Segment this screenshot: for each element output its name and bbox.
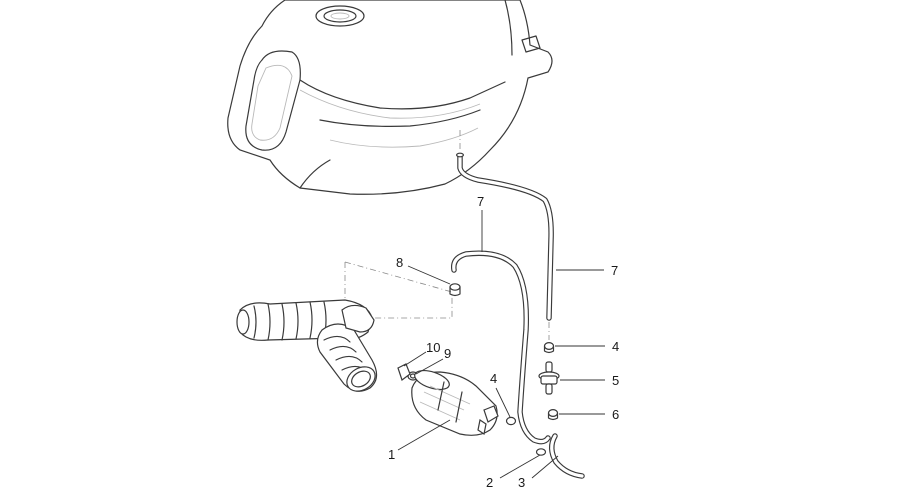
leader-9 [415,358,444,375]
callout-9: 9 [444,346,451,361]
callout-10: 10 [426,340,440,355]
leader-4-left [495,387,511,418]
callout-2: 2 [486,475,493,489]
leader-lines [397,210,605,479]
leader-2 [499,454,541,479]
hose-long-vent [456,152,554,321]
clamp-8 [449,283,461,297]
callout-7-right: 7 [611,263,618,278]
valve-5 [538,361,560,395]
carbon-canister [411,369,499,436]
callout-8: 8 [396,255,403,270]
callout-labels: 1 2 3 4 4 5 6 7 7 8 9 10 [388,194,619,489]
fuel-tank [227,0,553,195]
hose-canister [451,250,551,445]
callout-5: 5 [612,373,619,388]
clamp-2 [535,448,547,456]
hose-short-3 [549,433,585,479]
clamp-4-right [543,342,555,354]
callout-1: 1 [388,447,395,462]
callout-6: 6 [612,407,619,422]
leader-1 [397,419,451,451]
callout-4-left: 4 [490,371,497,386]
leader-10 [403,351,427,367]
clip-10 [397,363,411,381]
callout-7-left: 7 [477,194,484,209]
clamp-4-left [505,416,517,426]
clamp-6 [547,409,559,421]
leader-3 [531,455,559,479]
assembly-line-airbox [344,261,453,319]
callout-4-right: 4 [612,339,619,354]
leader-8 [407,265,451,285]
callout-3: 3 [518,475,525,489]
intake-duct [236,299,378,392]
